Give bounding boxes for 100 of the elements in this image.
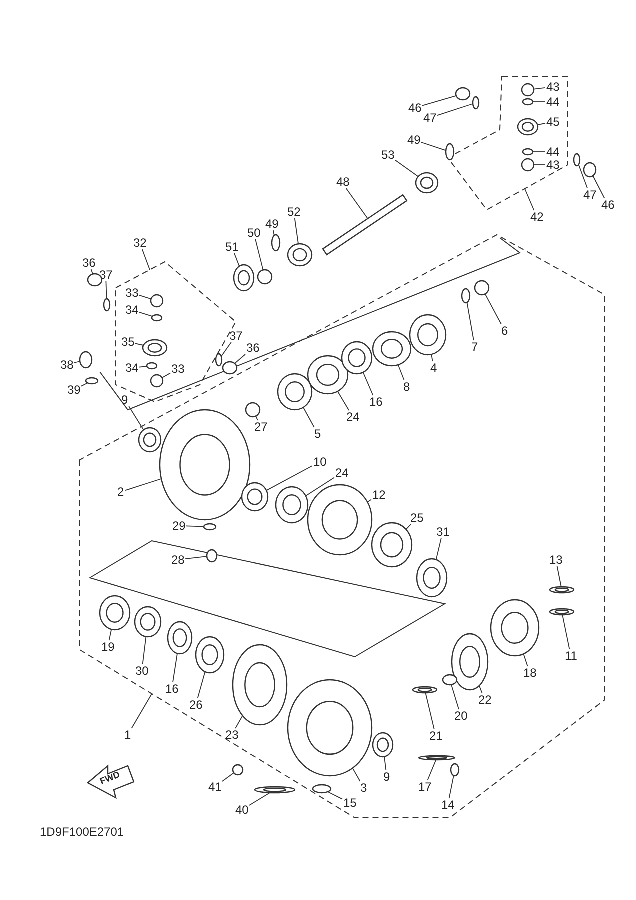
leader-line bbox=[346, 188, 368, 220]
part-outline bbox=[99, 595, 131, 631]
callout-number: 52 bbox=[286, 206, 302, 218]
leader-line bbox=[249, 792, 271, 806]
callout-number: 16 bbox=[368, 396, 384, 408]
callout-number: 33 bbox=[170, 362, 186, 376]
callout-number: 37 bbox=[228, 330, 244, 342]
part-outline bbox=[215, 353, 223, 367]
callout-number: 39 bbox=[66, 384, 82, 396]
callout-number: 49 bbox=[264, 218, 280, 230]
leader-line bbox=[562, 614, 570, 650]
part-outline bbox=[522, 98, 534, 106]
callout-number: 43 bbox=[546, 80, 561, 94]
leader-line bbox=[534, 164, 546, 166]
leader-line bbox=[172, 653, 178, 683]
callout-number: 46 bbox=[600, 198, 616, 212]
callout-number: 48 bbox=[336, 176, 351, 188]
callout-number: 29 bbox=[172, 520, 187, 532]
callout-number: 38 bbox=[60, 358, 75, 372]
callout-number: 9 bbox=[382, 770, 392, 784]
leader-line bbox=[437, 104, 474, 116]
part-outline bbox=[287, 679, 373, 777]
callout-number: 25 bbox=[410, 512, 425, 524]
callout-number: 44 bbox=[546, 96, 561, 108]
part-outline bbox=[287, 243, 313, 267]
leader-line bbox=[303, 407, 315, 428]
callout-number: 36 bbox=[82, 256, 97, 270]
leader-line bbox=[294, 218, 299, 245]
part-outline bbox=[521, 83, 535, 97]
part-outline bbox=[85, 377, 99, 385]
callout-number: 18 bbox=[522, 666, 538, 680]
leader-line bbox=[395, 160, 419, 178]
leader-line bbox=[266, 466, 313, 492]
part-outline bbox=[583, 162, 597, 178]
part-outline bbox=[203, 523, 217, 531]
leader-line bbox=[234, 354, 246, 364]
part-outline bbox=[79, 351, 93, 369]
leader-line bbox=[384, 756, 387, 771]
leader-line bbox=[478, 685, 483, 694]
leader-line bbox=[128, 406, 144, 431]
part-outline bbox=[522, 148, 534, 156]
part-outline bbox=[245, 402, 261, 418]
part-outline bbox=[222, 361, 238, 375]
callout-number: 40 bbox=[234, 804, 250, 816]
leader-line bbox=[337, 391, 350, 411]
leader-line bbox=[398, 364, 405, 381]
callout-number: 9 bbox=[120, 394, 130, 406]
part-outline bbox=[271, 234, 281, 252]
part-outline bbox=[371, 522, 413, 568]
part-outline bbox=[521, 158, 535, 172]
callout-number: 28 bbox=[170, 554, 186, 566]
leader-line bbox=[422, 95, 457, 106]
callout-number: 43 bbox=[546, 158, 561, 172]
part-outline bbox=[455, 87, 471, 101]
callout-number: 11 bbox=[564, 650, 578, 662]
part-outline bbox=[151, 314, 163, 322]
leader-line bbox=[534, 87, 546, 90]
part-outline bbox=[312, 784, 332, 794]
part-outline bbox=[167, 621, 193, 655]
part-outline bbox=[307, 355, 349, 395]
part-outline bbox=[450, 763, 460, 777]
part-outline bbox=[372, 732, 394, 758]
callout-number: 22 bbox=[478, 694, 493, 706]
callout-number: 30 bbox=[134, 664, 150, 678]
leader-line bbox=[131, 694, 152, 729]
leader-line bbox=[328, 792, 343, 800]
callout-number: 8 bbox=[402, 380, 412, 394]
callout-number: 20 bbox=[454, 710, 469, 722]
callout-number: 49 bbox=[406, 134, 422, 146]
part-outline bbox=[257, 269, 273, 285]
part-outline bbox=[418, 755, 456, 761]
part-outline bbox=[372, 331, 412, 367]
part-outline bbox=[138, 427, 162, 453]
part-outline bbox=[461, 288, 471, 304]
callout-number: 19 bbox=[100, 640, 116, 654]
part-outline bbox=[134, 606, 162, 638]
callout-number: 34 bbox=[124, 304, 140, 316]
part-outline bbox=[412, 686, 438, 694]
part-outline bbox=[409, 314, 447, 356]
part-outline bbox=[472, 96, 480, 110]
part-outline bbox=[474, 280, 490, 296]
part-outline bbox=[232, 644, 288, 726]
part-outline bbox=[103, 298, 111, 312]
part-outline bbox=[341, 341, 373, 375]
callout-number: 5 bbox=[314, 428, 322, 440]
leader-line bbox=[352, 768, 361, 782]
callout-number: 44 bbox=[546, 146, 561, 158]
callout-number: 17 bbox=[418, 780, 433, 794]
leader-line bbox=[431, 354, 434, 362]
callout-number: 27 bbox=[254, 420, 269, 434]
leader-line bbox=[592, 176, 606, 199]
leader-line bbox=[139, 294, 152, 300]
part-outline bbox=[142, 339, 168, 357]
callout-number: 10 bbox=[312, 456, 328, 468]
leader-line bbox=[305, 477, 335, 497]
callout-number: 15 bbox=[342, 796, 358, 810]
callout-number: 23 bbox=[224, 728, 240, 742]
leader-line bbox=[255, 239, 264, 271]
leader-line bbox=[185, 556, 208, 560]
leader-line bbox=[235, 715, 244, 729]
